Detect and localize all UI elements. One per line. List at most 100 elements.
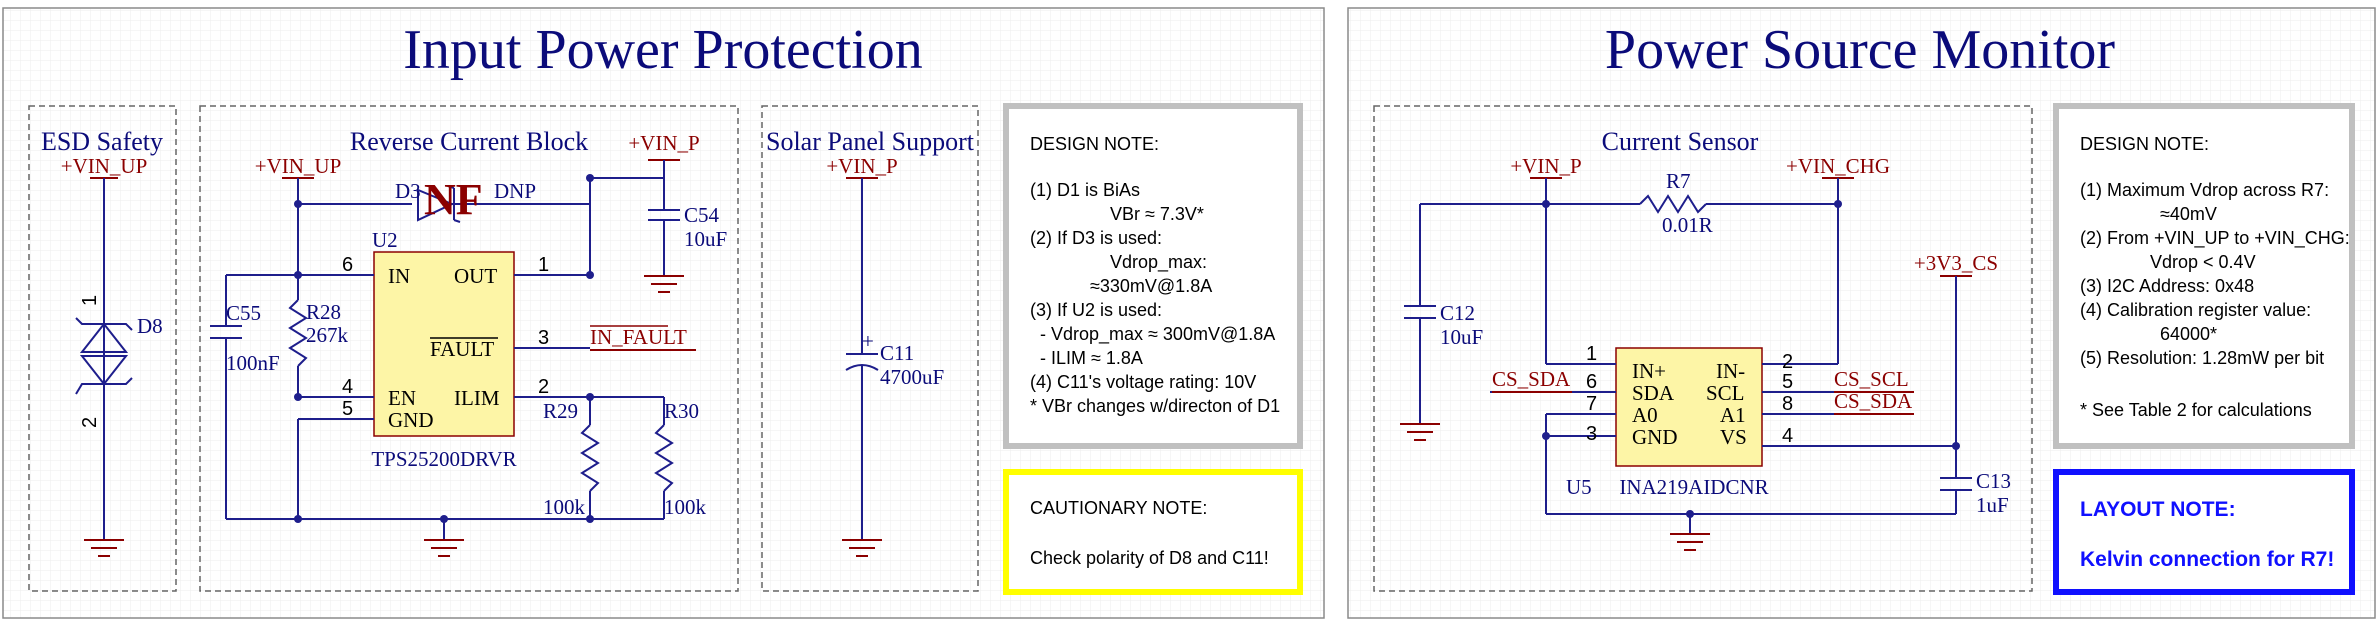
u5-num-scl: 5 [1782,371,1793,393]
value-r30: 100k [664,495,707,519]
u2-pin-out: OUT [454,264,497,288]
note1-line: (3) If U2 is used: [1030,300,1162,320]
note2-line: (5) Resolution: 1.28mW per bit [2080,348,2324,368]
u2-pin-in: IN [388,264,410,288]
ref-c13: C13 [1976,469,2011,493]
ref-c11: C11 [880,341,914,365]
value-r29: 100k [543,495,586,519]
u5-num-gnd: 3 [1586,423,1597,445]
u2-pin-en: EN [388,386,416,410]
note1-line: Vdrop_max: [1110,252,1207,273]
ref-r29: R29 [543,399,578,423]
net-cs-sda-left: CS_SDA [1492,367,1571,391]
net-vin-up-esd: +VIN_UP [61,154,148,178]
schottky-diode-d3[interactable] [417,185,488,223]
ref-c55: C55 [226,301,261,325]
ref-d3-dnp: DNP [494,179,536,203]
net-vin-p-sensor: +VIN_P [1510,154,1581,178]
note2-heading: DESIGN NOTE: [2080,134,2209,154]
design-note-box-1: DESIGN NOTE: (1) D1 is BiAs VBr ≈ 7.3V* … [1003,103,1303,449]
note2-line: (1) Maximum Vdrop across R7: [2080,180,2329,200]
u2-num-ilim: 2 [538,376,549,398]
net-in-fault: IN_FAULT [590,325,687,349]
note2-line: * See Table 2 for calculations [2080,400,2312,420]
note2-line: ≈40mV [2160,204,2217,224]
value-c12: 10uF [1440,325,1483,349]
ref-d8: D8 [137,314,163,338]
ref-c54: C54 [684,203,720,227]
u2-num-en: 4 [342,376,353,398]
ground-symbol [1670,533,1710,551]
no-fit-marker: NF [424,175,483,224]
net-vin-p-solar: +VIN_P [826,154,897,178]
u5-num-a0: 7 [1586,393,1597,415]
d8-pin1: 1 [79,295,101,306]
net-3v3-cs: +3V3_CS [1914,251,1998,275]
value-c54: 10uF [684,227,727,251]
ref-u5: U5 [1566,475,1592,499]
part-u2: TPS25200DRVR [371,447,516,471]
u5-pin-sda: SDA [1632,381,1675,405]
resistor-r29[interactable] [580,424,600,492]
caution-line: Check polarity of D8 and C11! [1030,548,1269,568]
u2-num-fault: 3 [538,327,549,349]
value-c11: 4700uF [880,365,944,389]
section-current-sensor: Current Sensor [1602,127,1759,156]
capacitor-c11[interactable] [845,353,879,371]
caution-note-box: CAUTIONARY NOTE: Check polarity of D8 an… [1003,469,1303,595]
current-sensor-block: Current Sensor +VIN_P +VIN_CHG R7 0.01R … [1373,105,2033,592]
u5-pin-a0: A0 [1632,403,1658,427]
shunt-resistor-r7[interactable] [1639,194,1707,214]
solar-panel-block: Solar Panel Support +VIN_P + C11 4700uF [761,105,979,592]
u5-num-a1: 8 [1782,393,1793,415]
reverse-current-block: Reverse Current Block +VIN_UP +VIN_P D3 … [199,105,739,592]
note1-line: (1) D1 is BiAs [1030,180,1140,200]
ground-symbol [424,539,464,557]
u2-pin-fault: FAULT [430,337,494,361]
u5-pin-gnd: GND [1632,425,1678,449]
net-cs-scl: CS_SCL [1834,367,1909,391]
sheet-power-source-monitor: Power Source Monitor Current Sensor +VIN… [1347,7,2376,619]
section-reverse-current: Reverse Current Block [350,127,588,156]
tvs-diode-d8[interactable] [75,317,133,395]
section-solar-panel: Solar Panel Support [766,127,975,156]
note2-line: (4) Calibration register value: [2080,300,2311,320]
ref-r30: R30 [664,399,699,423]
ic-u5[interactable] [1615,347,1763,467]
u5-pin-inp: IN+ [1632,359,1666,383]
note2-line: 64000* [2160,324,2217,344]
net-vin-p-rcb: +VIN_P [628,131,699,155]
note2-line: (3) I2C Address: 0x48 [2080,276,2254,296]
note1-line: ≈330mV@1.8A [1090,276,1212,296]
ref-r28: R28 [306,300,341,324]
ic-u2[interactable] [373,251,515,437]
u2-num-gnd: 5 [342,398,353,420]
esd-safety-block: ESD Safety +VIN_UP 1 2 D8 [28,105,177,592]
u5-num-inm: 2 [1782,351,1793,373]
page-title-left: Input Power Protection [403,19,922,81]
note1-line: (4) C11's voltage rating: 10V [1030,372,1256,392]
u5-num-sda: 6 [1586,371,1597,393]
layout-note-box: LAYOUT NOTE: Kelvin connection for R7! [2053,469,2355,595]
u2-pin-gnd: GND [388,408,434,432]
u5-pin-scl: SCL [1706,381,1745,405]
design-note-box-2: DESIGN NOTE: (1) Maximum Vdrop across R7… [2053,103,2355,449]
note1-line: - Vdrop_max ≈ 300mV@1.8A [1040,324,1275,345]
u5-pin-a1: A1 [1720,403,1746,427]
ground-symbol [842,539,882,557]
ref-d3: D3 [395,179,421,203]
note1-line: (2) If D3 is used: [1030,228,1162,248]
value-c55: 100nF [226,351,280,375]
note1-line: * VBr changes w/directon of D1 [1030,396,1280,416]
resistor-r30[interactable] [654,424,674,492]
c11-polarity: + [862,329,874,353]
u5-num-vs: 4 [1782,425,1793,447]
value-r7: 0.01R [1662,213,1713,237]
resistor-r28[interactable] [288,299,308,367]
caution-heading: CAUTIONARY NOTE: [1030,498,1207,518]
value-r28: 267k [306,323,349,347]
d8-pin2: 2 [79,417,101,428]
ref-u2: U2 [372,228,398,252]
section-esd-safety: ESD Safety [41,127,163,156]
value-c13: 1uF [1976,493,2009,517]
